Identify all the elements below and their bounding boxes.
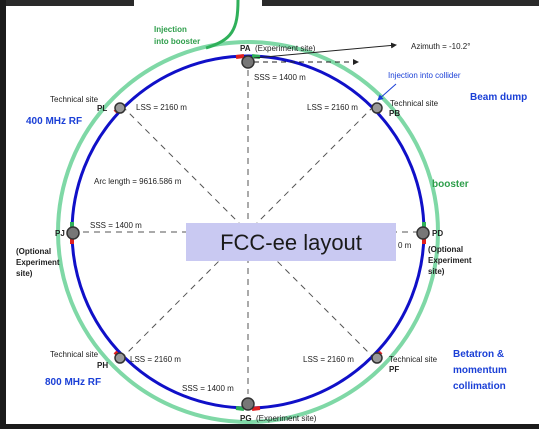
site-pa-ss: SSS = 1400 m xyxy=(254,73,306,82)
booster-label: booster xyxy=(432,179,469,190)
diagram-title: FCC-ee layout xyxy=(220,230,362,255)
site-ph-desc: Technical site xyxy=(50,350,99,359)
site-node-ph xyxy=(114,352,126,364)
booster-ring xyxy=(56,40,440,424)
site-pf-desc: Technical site xyxy=(389,355,438,364)
site-pg-name: PG xyxy=(240,414,252,423)
site-node-pj xyxy=(66,226,80,240)
betatron-label-3: collimation xyxy=(453,381,506,392)
site-pa-desc: (Experiment site) xyxy=(255,44,316,53)
site-node-pf xyxy=(371,352,383,364)
site-pl-desc: Technical site xyxy=(50,95,99,104)
site-pb-desc: Technical site xyxy=(390,99,439,108)
diagram-background xyxy=(6,0,539,424)
betatron-label-1: Betatron & xyxy=(453,349,504,360)
site-pd-desc-1: (Optional xyxy=(428,245,463,254)
injection-booster-label-2: into booster xyxy=(154,37,200,46)
site-pb-name: PB xyxy=(389,109,400,118)
site-nodes xyxy=(66,55,430,411)
azimuth-arrow xyxy=(253,42,397,59)
site-pl-name: PL xyxy=(97,104,107,113)
site-ph-name: PH xyxy=(97,361,108,370)
marker-pa-b xyxy=(251,54,261,59)
site-pd-name: PD xyxy=(432,229,443,238)
rf-400-label: 400 MHz RF xyxy=(26,116,82,127)
marker-pg-a xyxy=(235,406,245,411)
site-pa-name: PA xyxy=(240,44,251,53)
site-pf-ss: LSS = 2160 m xyxy=(303,355,354,364)
top-edge-right xyxy=(262,0,539,6)
title-box xyxy=(186,223,396,261)
site-node-pa xyxy=(241,55,255,69)
rf-800-label: 800 MHz RF xyxy=(45,377,101,388)
site-node-pb xyxy=(371,102,383,114)
site-pg-ss: SSS = 1400 m xyxy=(182,384,234,393)
injection-booster-label-1: Injection xyxy=(154,25,187,34)
site-node-pl xyxy=(114,102,126,114)
injection-line xyxy=(205,0,240,50)
site-node-pg xyxy=(241,397,255,411)
arc-length-label: Arc length = 9616.586 m xyxy=(94,177,182,186)
beam-dump-label: Beam dump xyxy=(470,92,527,103)
site-pd-ss: 0 m xyxy=(398,241,412,250)
site-pd-desc-3: site) xyxy=(428,267,445,276)
azimuth-label: Azimuth = -10.2° xyxy=(411,42,470,51)
site-pl-ss: LSS = 2160 m xyxy=(136,103,187,112)
site-pj-ss: SSS = 1400 m xyxy=(90,221,142,230)
marker-pa-a xyxy=(235,54,245,59)
site-node-pd xyxy=(416,226,430,240)
injection-collider-label: Injection into collider xyxy=(388,71,461,80)
injection-collider-arrow xyxy=(377,83,397,101)
site-pj-desc-3: site) xyxy=(16,269,33,278)
site-pd-desc-2: Experiment xyxy=(428,256,472,265)
site-pj-desc-1: (Optional xyxy=(16,247,51,256)
site-ph-ss: LSS = 2160 m xyxy=(130,355,181,364)
left-edge xyxy=(0,0,6,424)
site-pf-name: PF xyxy=(389,365,399,374)
site-pj-name: PJ xyxy=(55,229,65,238)
site-pb-ss: LSS = 2160 m xyxy=(307,103,358,112)
site-pj-desc-2: Experiment xyxy=(16,258,60,267)
site-pg-desc: (Experiment site) xyxy=(256,414,317,423)
betatron-label-2: momentum xyxy=(453,365,507,376)
top-edge-left xyxy=(6,0,134,6)
marker-pg-b xyxy=(251,406,261,411)
